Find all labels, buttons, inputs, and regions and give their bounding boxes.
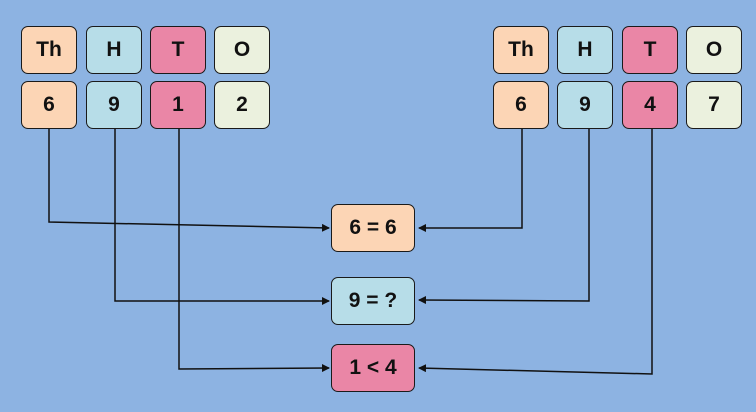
left-digit-tens: 1 xyxy=(150,81,206,129)
right-header-ones: O xyxy=(686,26,742,74)
left-header-ones: O xyxy=(214,26,270,74)
right-header-thousands: Th xyxy=(493,26,549,74)
left-digit-ones: 2 xyxy=(214,81,270,129)
right-digit-tens: 4 xyxy=(622,81,678,129)
comparison-thousands: 6 = 6 xyxy=(331,204,415,252)
right-digit-thousands: 6 xyxy=(493,81,549,129)
arrow-left-tens xyxy=(178,129,330,373)
right-digit-ones: 7 xyxy=(686,81,742,129)
left-header-thousands: Th xyxy=(21,26,77,74)
right-digit-hundreds: 9 xyxy=(557,81,613,129)
arrow-left-hundreds xyxy=(114,129,330,305)
arrow-right-thousands xyxy=(418,129,523,232)
arrow-right-tens xyxy=(418,129,653,375)
arrow-left-thousands xyxy=(48,129,330,232)
left-digit-thousands: 6 xyxy=(21,81,77,129)
right-header-hundreds: H xyxy=(557,26,613,74)
right-header-tens: T xyxy=(622,26,678,74)
left-digit-hundreds: 9 xyxy=(86,81,142,129)
comparison-tens: 1 < 4 xyxy=(331,344,415,392)
left-header-hundreds: H xyxy=(86,26,142,74)
left-header-tens: T xyxy=(150,26,206,74)
comparison-hundreds: 9 = ? xyxy=(331,277,415,325)
arrow-right-hundreds xyxy=(418,129,590,305)
